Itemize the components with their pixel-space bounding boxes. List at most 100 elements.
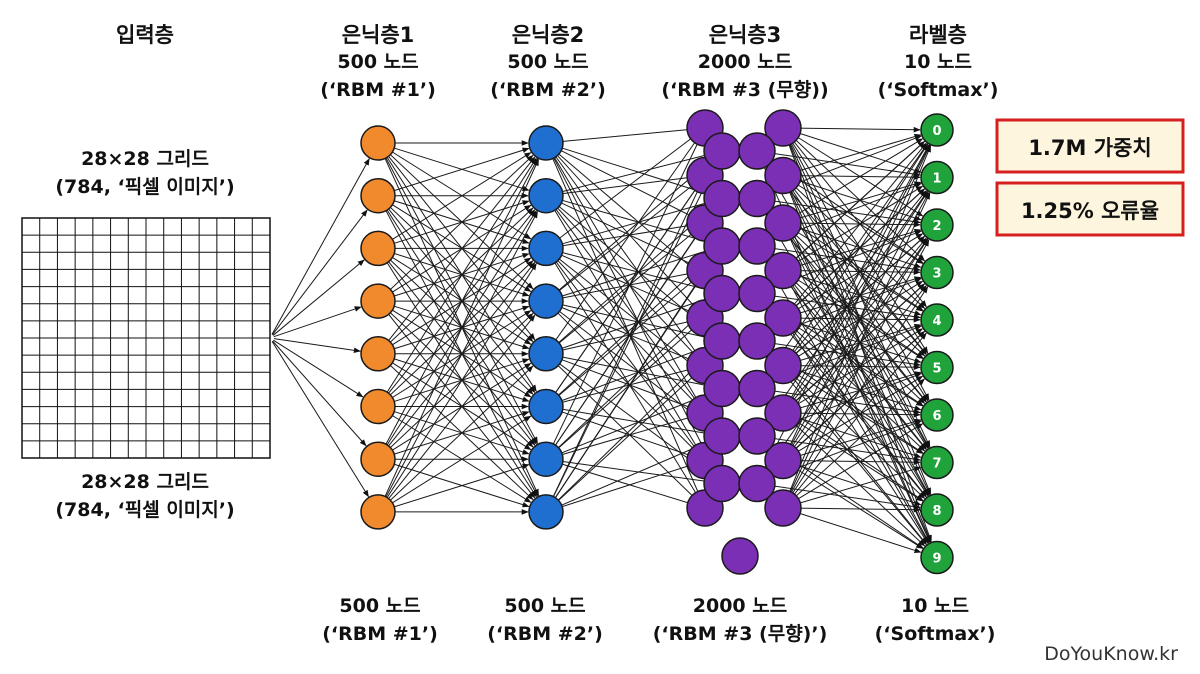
label-node: [920, 350, 954, 385]
connection-line: [549, 196, 706, 271]
connection-line: [381, 415, 532, 511]
connection-line: [784, 144, 931, 458]
connection-line: [549, 222, 706, 249]
connection-line: [381, 310, 532, 405]
label-layer-bottom-note: (‘Softmax’): [875, 623, 996, 645]
hidden2-node: [528, 125, 564, 161]
input-layer-title: 입력층: [116, 23, 174, 47]
connection-line: [549, 144, 706, 224]
label-node: [920, 398, 954, 432]
connection-line: [549, 249, 706, 319]
connection-line: [785, 285, 927, 458]
connection-line: [547, 198, 723, 437]
connection-line: [760, 293, 921, 320]
label-node: [920, 113, 954, 147]
hidden3-node: [764, 204, 802, 242]
connection-line: [381, 250, 532, 345]
connection-line: [380, 260, 534, 405]
connection-line: [786, 506, 921, 513]
connection-line: [380, 261, 536, 457]
connection-line: [786, 459, 921, 465]
label-node-digit: 5: [932, 362, 941, 377]
hidden3-node: [764, 251, 802, 290]
connection-line: [758, 190, 928, 434]
connection-line: [549, 150, 723, 196]
connection-line: [549, 198, 723, 248]
connection-line: [786, 185, 924, 269]
connection-line: [784, 143, 929, 363]
connection-line: [273, 338, 361, 354]
input-desc-bottom-line1: 28×28 그리드: [81, 471, 209, 493]
connection-line: [380, 303, 534, 448]
hidden3-bottom-nodes: 2000 노드: [693, 595, 787, 617]
hidden3-node: [764, 299, 802, 337]
connection-line: [379, 158, 538, 456]
weights-badge: [995, 118, 1185, 174]
connection-line: [547, 251, 723, 484]
label-node: [920, 255, 954, 290]
hidden1-node: [360, 441, 396, 477]
hidden3-node: [703, 417, 741, 455]
input-desc-bottom-line2: (784, ‘픽셀 이미지’): [55, 499, 234, 521]
hidden3-node: [764, 346, 802, 385]
connection-line: [380, 356, 534, 501]
label-layer-title: 라벨층: [909, 23, 967, 47]
connection-line: [549, 293, 723, 353]
hidden1-node: [360, 125, 396, 161]
hidden3-nodes: 2000 노드: [698, 51, 792, 73]
hidden3-node: [703, 369, 741, 408]
hidden2-bottom-note: (‘RBM #2’): [487, 623, 603, 645]
input-desc-top-line1: 28×28 그리드: [81, 148, 209, 170]
connection-line: [381, 257, 532, 353]
connection-line: [549, 196, 723, 247]
connection-line: [547, 245, 723, 509]
connection-line: [379, 262, 537, 509]
hidden3-node: [738, 369, 776, 408]
hidden3-node: [738, 417, 776, 455]
label-node-digit: 6: [932, 409, 941, 424]
hidden2-node: [528, 177, 564, 214]
connection-line: [547, 175, 706, 509]
connection-line: [785, 190, 927, 363]
connection-line: [272, 209, 368, 336]
label-node: [920, 493, 954, 527]
connection-line: [379, 210, 538, 509]
label-layer-note: (‘Softmax’): [878, 79, 999, 101]
connection-line: [549, 127, 706, 144]
label-node: [920, 540, 954, 575]
connection-line: [784, 144, 930, 410]
hidden3-node: [703, 274, 741, 313]
error-rate-badge: [995, 181, 1185, 237]
connection-line: [380, 145, 534, 290]
connection-line: [381, 362, 532, 458]
connection-line: [784, 191, 929, 410]
label-node-digit: 8: [932, 504, 941, 519]
connection-line: [760, 483, 921, 510]
hidden1-node: [360, 283, 396, 319]
connection-line: [380, 312, 534, 457]
hidden1-title: 은닉층1: [342, 23, 415, 47]
connection-line: [380, 145, 536, 341]
hidden2-node: [528, 388, 564, 425]
connection-line: [786, 126, 921, 133]
connection-line: [547, 127, 706, 456]
connection-line: [381, 197, 532, 292]
connection-line: [549, 459, 706, 509]
connection-line: [380, 198, 534, 342]
connection-line: [547, 251, 706, 509]
hidden2-node: [528, 283, 564, 319]
hidden1-node: [360, 177, 396, 214]
connection-line: [273, 306, 362, 338]
connection-line: [785, 142, 927, 316]
hidden3-node: [738, 274, 776, 313]
label-node-digit: 2: [932, 219, 941, 234]
hidden3-node: [764, 394, 802, 432]
hidden1-bottom-note: (‘RBM #1’): [322, 623, 438, 645]
connection-line: [380, 209, 536, 404]
connection-line: [549, 302, 706, 366]
label-node-digit: 3: [932, 267, 941, 282]
hidden1-node: [360, 388, 396, 425]
connection-line: [381, 463, 530, 512]
